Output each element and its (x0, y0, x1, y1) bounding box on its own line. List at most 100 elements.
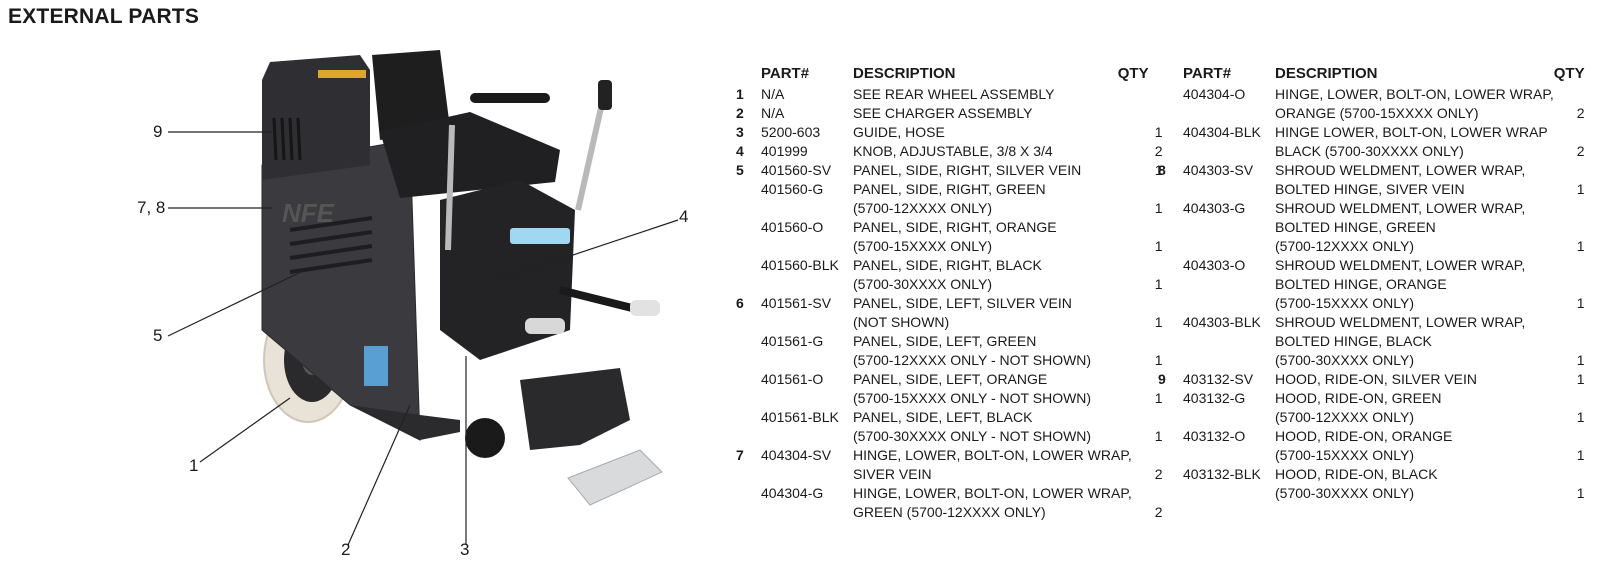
item-number (1158, 181, 1183, 200)
table-row: 404304-O HINGE, LOWER, BOLT-ON, LOWER WRA… (1158, 86, 1585, 105)
item-number: 3 (736, 124, 744, 140)
part-description: BOLTED HINGE, GREEN (1275, 219, 1436, 235)
part-description: PANEL, SIDE, LEFT, SILVER VEIN (853, 295, 1072, 311)
part-description: GREEN (5700-12XXXX ONLY) (853, 504, 1046, 520)
item-number (736, 181, 761, 200)
item-number (736, 257, 761, 276)
part-description: KNOB, ADJUSTABLE, 3/8 X 3/4 (853, 143, 1053, 159)
part-qty (1554, 314, 1585, 333)
table-row: ORANGE (5700-15XXXX ONLY)2 (1158, 105, 1585, 124)
part-description: HINGE, LOWER, BOLT-ON, LOWER WRAP, (1275, 86, 1554, 102)
part-qty: 1 (1576, 447, 1585, 463)
part-number (1183, 105, 1275, 124)
part-number (1183, 333, 1275, 352)
part-description: SHROUD WELDMENT, LOWER WRAP, (1275, 257, 1526, 273)
item-number (736, 466, 761, 485)
item-number (1158, 276, 1183, 295)
part-qty: 1 (1576, 409, 1585, 425)
item-number (1158, 409, 1183, 428)
part-number: 404304-O (1183, 86, 1246, 102)
hood-decal (318, 70, 366, 78)
part-qty: 1 (1576, 485, 1585, 501)
part-qty: 2 (1154, 466, 1163, 482)
part-number (761, 200, 853, 219)
part-qty: 2 (1576, 143, 1585, 159)
item-number (736, 504, 761, 523)
item-number: 4 (736, 143, 744, 159)
part-number: 403132-G (1183, 390, 1246, 406)
item-number (1158, 219, 1183, 238)
item-number (1158, 390, 1183, 409)
part-number (1183, 447, 1275, 466)
part-qty (1554, 390, 1585, 409)
header-part: PART# (1183, 64, 1232, 82)
item-number (736, 333, 761, 352)
table-header-row: PART# DESCRIPTION QTY (736, 64, 1163, 86)
callout-4: 4 (679, 207, 689, 226)
table-row: (5700-12XXXX ONLY)1 (736, 200, 1163, 219)
part-number: 401561-G (761, 333, 824, 349)
part-description: BOLTED HINGE, SIVER VEIN (1275, 181, 1465, 197)
callout-5: 5 (153, 326, 163, 345)
item-number (736, 371, 761, 390)
callout-2: 2 (341, 540, 351, 559)
part-number: 404304-SV (761, 447, 832, 463)
table-row: (5700-15XXXX ONLY) 1 (736, 238, 1163, 257)
part-qty (1554, 200, 1585, 219)
part-number (1183, 238, 1275, 257)
item-number (1158, 466, 1183, 485)
part-number (761, 352, 853, 371)
callout-9: 9 (153, 122, 163, 141)
item-number (1158, 485, 1183, 504)
part-description: (5700-15XXXX ONLY) (853, 238, 993, 254)
part-number: 401560-G (761, 181, 824, 197)
part-number: 403132-SV (1183, 371, 1254, 387)
header-part: PART# (761, 64, 810, 82)
table-row: BOLTED HINGE, BLACK (1158, 333, 1585, 352)
part-description: (5700-30XXXX ONLY) (1275, 485, 1415, 501)
part-qty: 1 (1576, 181, 1585, 197)
part-description: (5700-12XXXX ONLY) (1275, 409, 1415, 425)
part-number (761, 276, 853, 295)
part-number: 404303-BLK (1183, 314, 1261, 330)
part-description: SEE REAR WHEEL ASSEMBLY (853, 86, 1055, 102)
part-qty: 1 (1576, 295, 1585, 311)
item-number: 1 (736, 86, 744, 102)
part-number: 403132-BLK (1183, 466, 1261, 482)
header-num (1158, 64, 1183, 86)
part-number (1183, 181, 1275, 200)
table-row: BLACK (5700-30XXXX ONLY)2 (1158, 143, 1585, 162)
page-title: EXTERNAL PARTS (8, 5, 200, 28)
item-number (736, 276, 761, 295)
item-number (1158, 314, 1183, 333)
part-description: PANEL, SIDE, RIGHT, BLACK (853, 257, 1042, 273)
part-description: SEE CHARGER ASSEMBLY (853, 105, 1033, 121)
part-description: PANEL, SIDE, RIGHT, SILVER VEIN (853, 162, 1082, 178)
parts-table-right-body: 404304-O HINGE, LOWER, BOLT-ON, LOWER WRA… (1158, 86, 1585, 504)
part-number (1183, 352, 1275, 371)
part-qty (1554, 124, 1585, 143)
part-qty: 1 (1154, 352, 1163, 368)
part-qty (1554, 466, 1585, 485)
item-number (736, 219, 761, 238)
table-row: (5700-30XXXX ONLY - NOT SHOWN)1 (736, 428, 1163, 447)
item-number (1158, 428, 1183, 447)
part-qty (1554, 257, 1585, 276)
part-number (1183, 143, 1275, 162)
item-number (736, 200, 761, 219)
part-number (761, 466, 853, 485)
part-qty: 1 (1154, 238, 1163, 254)
part-number: 403132-O (1183, 428, 1246, 444)
part-qty: 1 (1576, 352, 1585, 368)
item-number (736, 428, 761, 447)
